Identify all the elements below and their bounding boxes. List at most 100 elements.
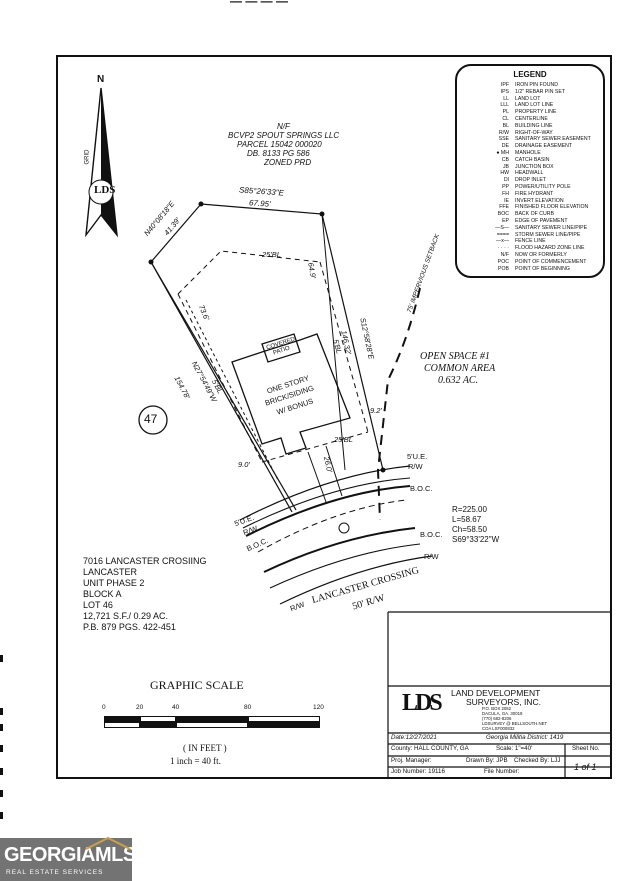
legend-description: POINT OF COMMENCEMENT [515,258,587,265]
legend-description: 1/2" REBAR PIN SET [515,88,565,95]
company-coa: COA LSF000832 [482,726,515,731]
legend-row: JB JUNCTION BOX [461,164,603,171]
legend-description: MANHOLE [515,150,541,156]
legend-abbreviation: JB [502,163,509,170]
legend-description: HEADWALL [515,170,544,177]
adjacent-lot-number: 47 [144,412,158,426]
front-setback-label: 25'BL [334,435,353,444]
file-number: File Number: [484,768,520,775]
legend-description: FENCE LINE [515,238,546,245]
legend-description: FINISHED FLOOR ELEVATION [515,204,589,211]
legend-abbreviation: DE [501,143,509,150]
scale-tick-0: 0 [102,704,106,711]
legend-abbreviation: BL [502,122,509,129]
legend-abbreviation: BOC [497,211,509,218]
margin-mark [0,724,3,731]
legend-abbreviation: LLL [500,102,509,109]
owner-name: BCVP2 SPOUT SPRINGS LLC [228,131,340,140]
lot-number: LOT 46 [83,600,113,610]
open-space-area: 0.632 AC. [438,375,479,386]
legend-row: —x— FENCE LINE [461,238,603,245]
legend-abbreviation: —x— [496,238,509,245]
legend-abbreviation: IE [504,197,509,204]
job-number: Job Number: 19116 [391,768,445,775]
legend-description: DRAINAGE EASEMENT [515,143,573,150]
mls-watermark-brand: GEORGIAMLS [4,844,136,866]
legend-row: POC POINT OF COMMENCEMENT [461,259,603,266]
easement-line [321,213,346,471]
scale-tick-80: 80 [244,704,252,711]
legend-description: POWER/UTILITY POLE [515,184,571,190]
legend-description: EDGE OF PAVEMENT [515,218,568,224]
margin-mark [0,745,3,752]
margin-mark [0,812,3,819]
legend-row: ====STORM SEWER LINE/PIPE [461,232,603,239]
mls-watermark-sub: REAL ESTATE SERVICES [6,869,104,876]
owner-zoning: ZONED PRD [264,158,312,167]
sheet-of: 1 of 1 [574,762,597,772]
scale-segment [140,722,176,728]
legend-abbreviation: POB [498,265,509,272]
margin-mark [0,655,3,662]
legend-abbreviation: POC [497,258,509,265]
owner-parcel: PARCEL 15042 000020 [237,140,322,149]
legend-description: STORM SEWER LINE/PIPE [515,231,581,238]
house-footprint [231,333,351,455]
sheet-number-label: Sheet No. [572,745,600,752]
legend-description: SANITARY SEWER LINE/PIPE [515,224,588,231]
lot-block: BLOCK A [83,589,122,599]
dimension-9-0: 9.0' [238,460,250,469]
scale-tick-20: 20 [136,704,144,711]
legend-abbreviation: PP [502,184,509,190]
open-space-subtitle: COMMON AREA [424,363,496,374]
lot-plat-book: P.B. 879 PGS. 422-451 [83,622,176,632]
survey-date: Date:12/27/2021 [391,734,437,741]
boc-label-1: B.O.C. [410,484,433,493]
lot-address: 7016 LANCASTER CROSIING [83,556,207,566]
north-arrow-logo: LDS [94,184,116,196]
legend-description: SANITARY SEWER EASEMENT [515,136,591,143]
legend-abbreviation: PL [502,109,509,116]
legend-description: IRON PIN FOUND [515,82,558,88]
boc-label-2: B.O.C. [420,530,443,539]
sewer-manhole-icon [338,522,350,534]
lot-area: 12,721 S.F./ 0.29 AC. [83,611,169,621]
rw-right-label: R/W [408,462,423,471]
curve-radius: R=225.00 [452,505,487,514]
open-space-title: OPEN SPACE #1 [420,351,490,362]
legend-row: —S—SANITARY SEWER LINE/PIPE [461,225,603,232]
legend-row: · · · ·FLOOD HAZARD ZONE LINE [461,245,603,252]
lot-unit: UNIT PHASE 2 [83,578,145,588]
legend-description: CATCH BASIN [515,156,550,163]
legend-abbreviation: FH [502,190,509,197]
scale-tick-40: 40 [172,704,180,711]
scale-title: GRAPHIC SCALE [150,678,244,692]
legend-description: DROP INLET [515,177,547,184]
legend-description: JUNCTION BOX [515,163,554,170]
legend-abbreviation: LL [503,95,509,102]
scale-segment [176,716,248,722]
iron-pin [198,201,204,207]
project-manager: Proj. Manager: [391,757,432,764]
curve-bearing: S69°33'22"W [452,535,500,544]
company-email: LDSURVEY @ BELLSOUTH.NET [482,721,548,726]
legend-description: LAND LOT [515,95,541,102]
checked-by: Checked By: LJJ [514,757,561,764]
top-fragment: — — — — [230,0,289,8]
drawing-scale: Scale: 1"=40' [496,745,533,752]
legend-description: FLOOD HAZARD ZONE LINE [515,245,585,252]
legend-description: CENTERLINE [515,116,548,122]
